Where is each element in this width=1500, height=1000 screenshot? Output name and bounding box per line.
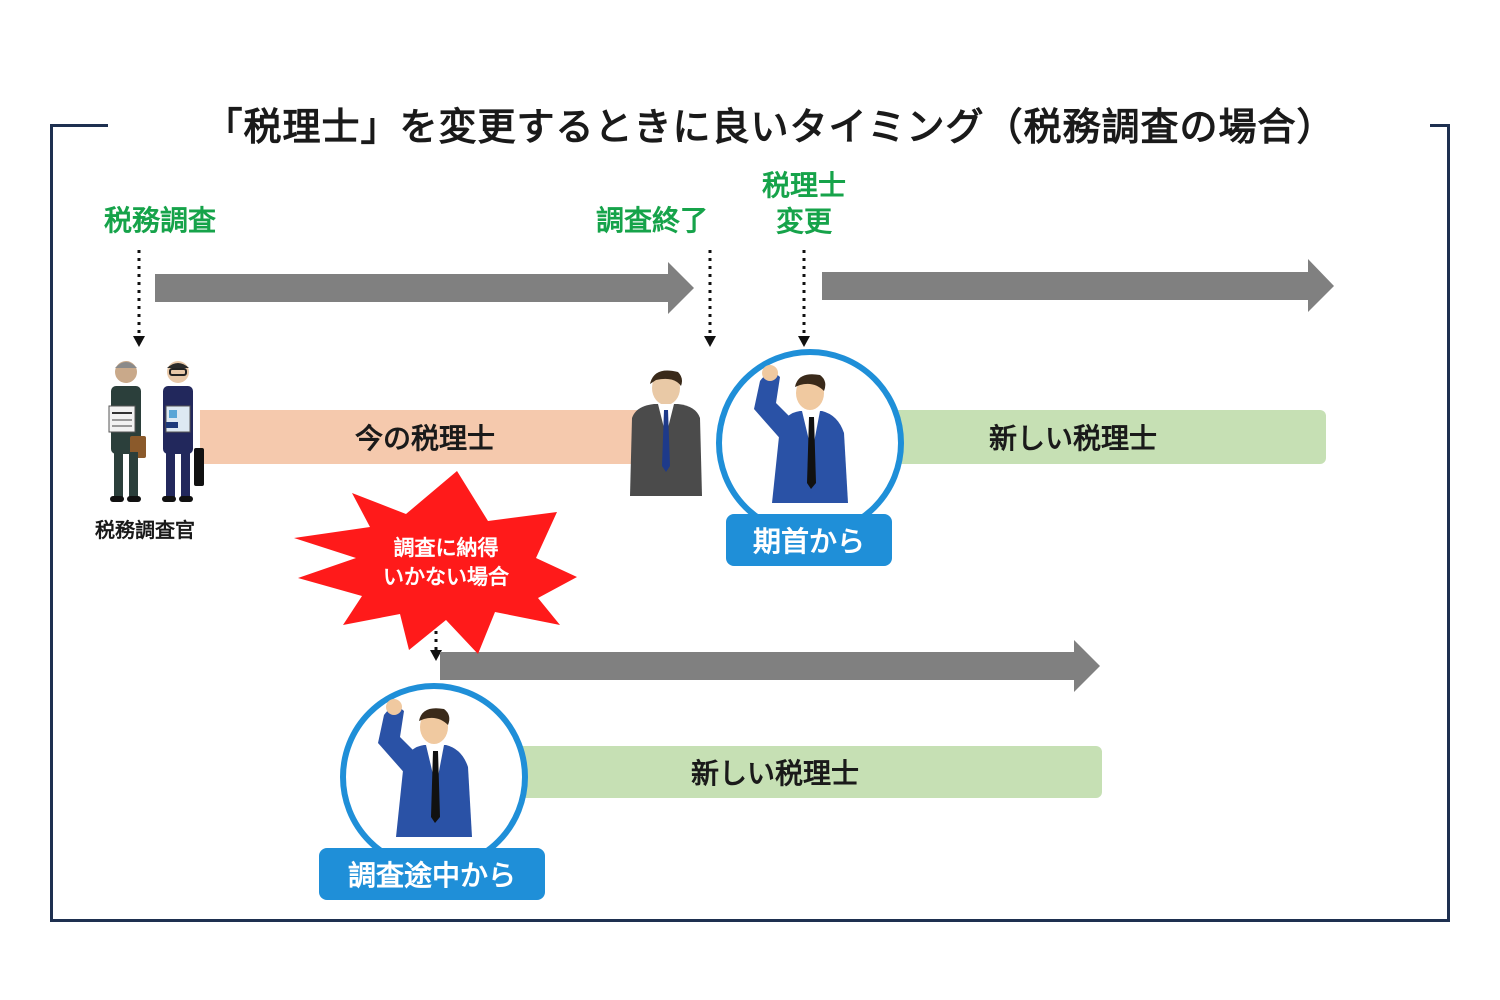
tax-officers-icon — [100, 356, 210, 506]
burst-text-line1: 調査に納得 — [366, 534, 526, 563]
burst-text-line2: いかない場合 — [366, 563, 526, 592]
tax-officer-label: 税務調査官 — [95, 514, 195, 543]
new-accountant-icon-top — [710, 343, 910, 543]
badge-from-mid-audit: 調査途中から — [319, 848, 545, 900]
arrow-mid-audit — [440, 640, 1100, 692]
pointer-tax-audit-head — [133, 336, 145, 347]
arrow-audit-period — [155, 262, 694, 314]
new-accountant-icon-bottom — [334, 677, 534, 877]
bar-current-accountant: 今の税理士 — [200, 410, 650, 464]
badge-from-fiscal-start: 期首から — [726, 514, 892, 566]
bar-new-accountant-bottom: 新しい税理士 — [448, 746, 1102, 798]
arrow-after-change — [822, 259, 1334, 312]
current-accountant-icon — [626, 366, 706, 501]
